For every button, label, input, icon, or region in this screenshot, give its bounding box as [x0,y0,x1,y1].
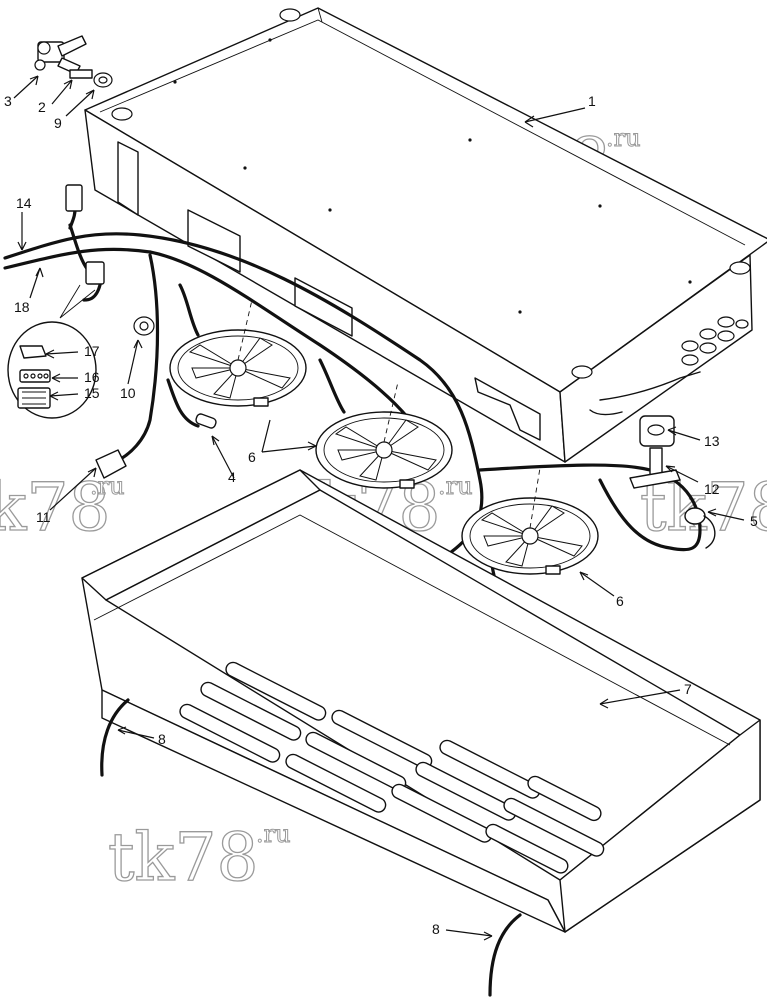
watermark-bottom-left: tk78 .ru [107,818,291,896]
connector-housing [17,387,51,409]
watermark-mid-left: tk78 .ru [0,468,125,546]
callout-10: 10 [120,385,136,401]
plug-connector [95,449,127,479]
pan-ribs [179,661,605,874]
callout-5: 5 [750,513,758,529]
callout-15: 15 [84,385,100,401]
inline-fuse [195,413,217,429]
expansion-valve [34,35,87,75]
connector-seal [19,369,51,383]
watermark-text: tk78 [108,819,259,896]
harness-connector [65,184,105,285]
callout-12: 12 [704,481,720,497]
condenser-fan [169,299,599,575]
temperature-sensor [684,507,716,549]
callout-2: 2 [38,99,46,115]
solenoid-coil [639,415,675,447]
screw-holes [173,38,692,314]
callout-13: 13 [704,433,720,449]
callout-18: 18 [14,299,30,315]
watermark-suffix: .ru [90,472,125,500]
callout-4: 4 [228,469,236,485]
watermark-text: tk78 [0,469,111,546]
watermark-suffix: .ru [606,124,641,152]
callout-11: 11 [36,509,51,525]
solenoid-valve [629,447,681,489]
callout-8-left: 8 [158,731,166,747]
callout-7: 7 [684,681,692,697]
callout-6-upper: 6 [248,449,256,465]
callout-labels: 1 2 3 4 5 6 6 7 8 8 9 10 11 12 13 14 15 … [4,93,758,937]
drain-hose [100,698,522,997]
leader-arrows [13,75,745,941]
evaporator-housing [84,7,767,463]
grommet [93,72,113,88]
connector-lock [19,345,47,359]
wiring-grommet [133,316,155,336]
tube-fitting [69,69,93,79]
fan-assembly-1 [169,329,307,407]
watermark-suffix: .ru [438,472,473,500]
callout-3: 3 [4,93,12,109]
fan-assembly-2 [315,411,453,489]
callout-1: 1 [588,93,596,109]
callout-9: 9 [54,115,62,131]
fan-assembly-3 [461,497,599,575]
callout-17: 17 [84,343,100,359]
callout-8-bottom: 8 [432,921,440,937]
callout-6-lower: 6 [616,593,624,609]
callout-14: 14 [16,195,32,211]
mounting-keyhole [111,8,751,379]
coil-tubes [589,316,749,416]
callout-16: 16 [84,369,100,385]
watermark-suffix: .ru [256,820,291,848]
drain-pan [81,469,761,933]
